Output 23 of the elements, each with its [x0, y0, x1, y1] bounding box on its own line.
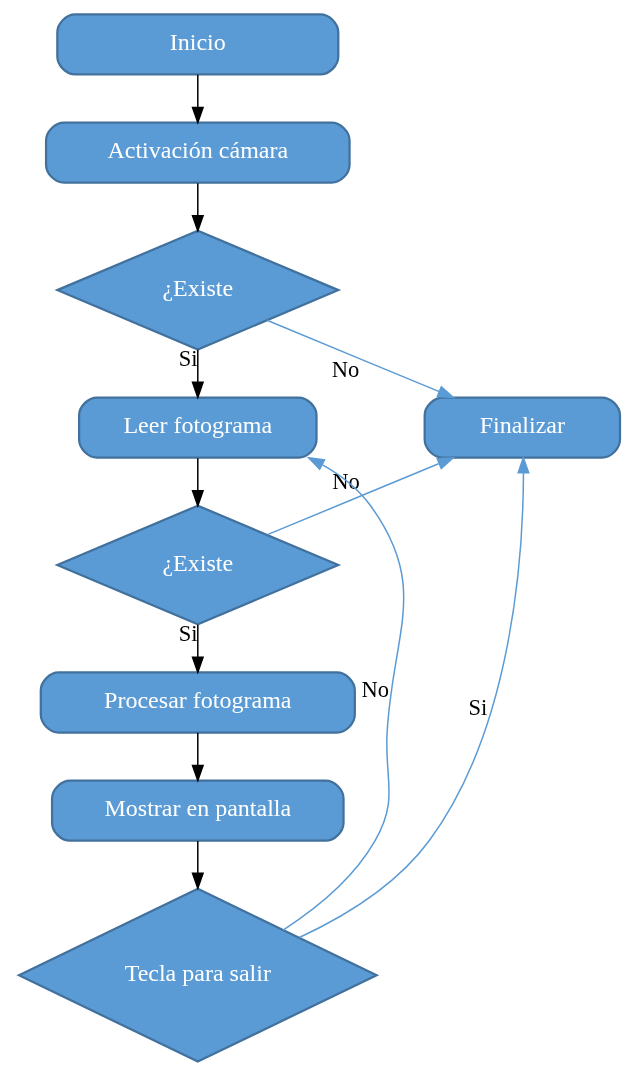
arrow	[191, 182, 205, 233]
arrow	[191, 73, 205, 125]
arrow	[191, 732, 205, 783]
arrow	[282, 456, 405, 931]
node-diamond: Tecla para salir	[16, 887, 380, 1063]
edge-label: Si	[468, 695, 488, 721]
arrow	[191, 840, 205, 891]
arrow	[298, 455, 530, 939]
edge-label: No	[331, 356, 360, 382]
arrow	[191, 624, 205, 675]
node-box: Activación cámara	[44, 121, 351, 184]
arrow	[266, 456, 456, 536]
node-box: Finalizar	[423, 396, 622, 459]
node-diamond: ¿Existe	[54, 504, 342, 626]
node-box: Inicio	[56, 13, 340, 76]
node-box: Leer fotograma	[78, 396, 318, 459]
node-box: Procesar fotograma	[39, 671, 356, 734]
node-box: Mostrar en pantalla	[50, 779, 345, 842]
arrow	[266, 319, 456, 399]
node-diamond: ¿Existe	[54, 229, 342, 351]
arrow	[191, 457, 205, 508]
edge-label: No	[361, 677, 390, 703]
arrow	[191, 349, 205, 400]
